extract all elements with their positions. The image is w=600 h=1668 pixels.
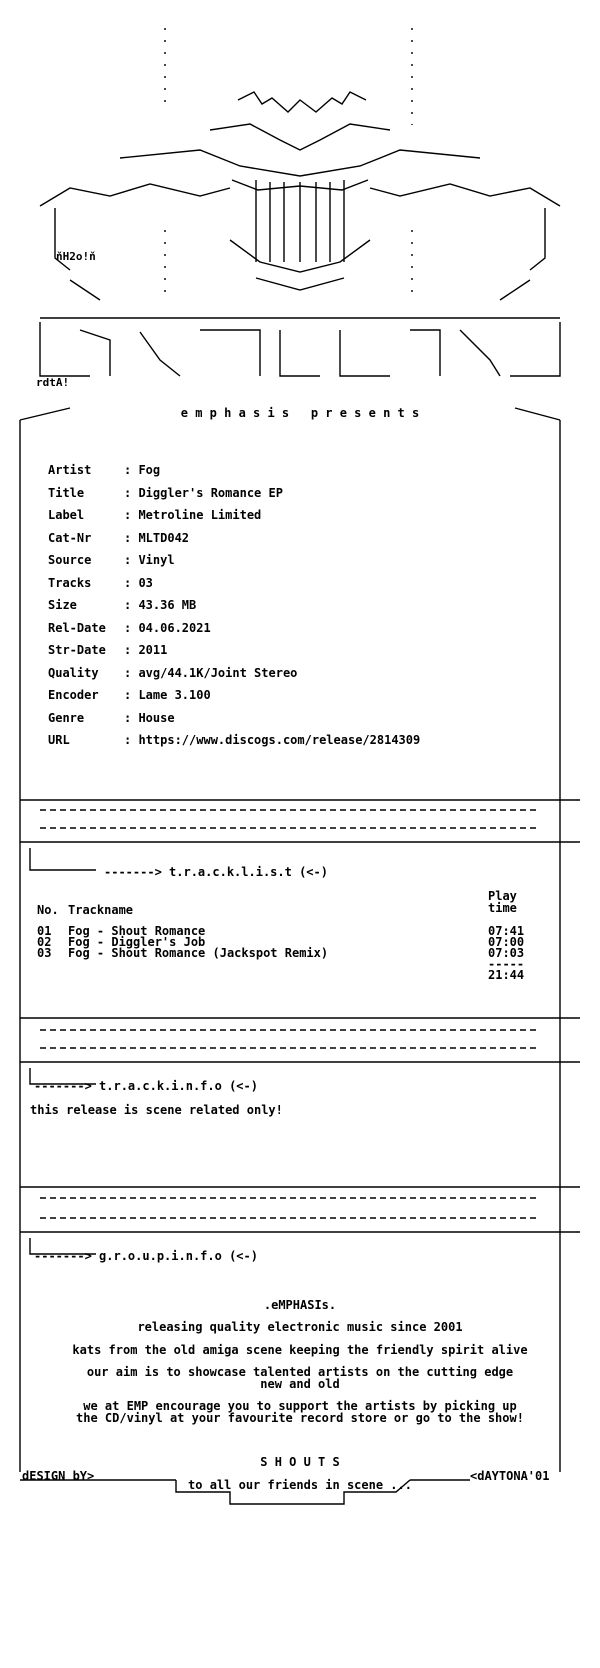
group-line: our aim is to showcase talented artists … — [86, 1365, 514, 1391]
info-value: 2011 — [138, 643, 168, 657]
col-no-header: No. — [37, 903, 59, 917]
art-tag: rdtA! — [36, 376, 70, 389]
info-row-quality: Quality: avg/44.1K/Joint Stereo — [48, 666, 298, 680]
info-key: Cat-Nr — [48, 531, 92, 545]
track-time: 07:41 — [488, 924, 525, 938]
arrow-icon: -------> — [34, 1079, 92, 1093]
track-no: 02 — [37, 935, 52, 949]
track-name: Fog - Shout Romance (Jackspot Remix) — [68, 946, 329, 960]
info-key: Source — [48, 553, 92, 567]
info-key: Title — [48, 486, 85, 500]
info-value: MLTD042 — [138, 531, 190, 545]
track-no: 01 — [37, 924, 52, 938]
groupinfo-heading-label: g.r.o.u.p.i.n.f.o (<-) — [99, 1249, 258, 1263]
info-value: Lame 3.100 — [138, 688, 211, 702]
trackinfo-heading-label: t.r.a.c.k.i.n.f.o (<-) — [99, 1079, 258, 1093]
shouts-text: to all our friends in scene ... — [188, 1478, 412, 1492]
shouts-title: S H O U T S — [260, 1455, 340, 1469]
info-key: Encoder — [48, 688, 99, 702]
trackinfo-heading: -------> t.r.a.c.k.i.n.f.o (<-) — [34, 1080, 258, 1092]
info-value: Metroline Limited — [138, 508, 262, 522]
col-name-header: Trackname — [68, 903, 134, 917]
info-key: Rel-Date — [48, 621, 106, 635]
info-row-cat-nr: Cat-Nr: MLTD042 — [48, 531, 190, 545]
info-key: Str-Date — [48, 643, 106, 657]
total-time: 21:44 — [488, 968, 525, 982]
info-row-size: Size: 43.36 MB — [48, 598, 197, 612]
info-row-tracks: Tracks: 03 — [48, 576, 153, 590]
info-value: 04.06.2021 — [138, 621, 211, 635]
info-value: Vinyl — [138, 553, 175, 567]
groupinfo-heading: -------> g.r.o.u.p.i.n.f.o (<-) — [34, 1250, 258, 1262]
info-key: Label — [48, 508, 85, 522]
info-row-source: Source: Vinyl — [48, 553, 175, 567]
info-key: URL — [48, 733, 70, 747]
group-line: kats from the old amiga scene keeping th… — [72, 1343, 528, 1357]
tracklist-heading-label: t.r.a.c.k.l.i.s.t (<-) — [169, 865, 328, 879]
group-line: we at EMP encourage you to support the a… — [76, 1399, 524, 1425]
group-line: releasing quality electronic music since… — [137, 1320, 463, 1334]
info-key: Artist — [48, 463, 92, 477]
info-value: Fog — [138, 463, 161, 477]
info-row-artist: Artist: Fog — [48, 463, 161, 477]
info-row-rel-date: Rel-Date: 04.06.2021 — [48, 621, 211, 635]
track-time: 07:00 — [488, 935, 525, 949]
url-link[interactable]: https://www.discogs.com/release/2814309 — [138, 733, 421, 747]
info-key: Quality — [48, 666, 99, 680]
group-name: .eMPHASIs. — [263, 1298, 337, 1312]
info-key: Genre — [48, 711, 85, 725]
info-row-url: URL: https://www.discogs.com/release/281… — [48, 733, 421, 747]
track-name: Fog - Shout Romance — [68, 924, 206, 938]
info-row-encoder: Encoder: Lame 3.100 — [48, 688, 211, 702]
info-row-str-date: Str-Date: 2011 — [48, 643, 168, 657]
trackinfo-text: this release is scene related only! — [30, 1103, 283, 1117]
info-row-genre: Genre: House — [48, 711, 175, 725]
info-key: Tracks — [48, 576, 92, 590]
arrow-icon: -------> — [34, 1249, 92, 1263]
info-value: House — [138, 711, 175, 725]
info-row-label: Label: Metroline Limited — [48, 508, 262, 522]
logo-tag: ňH2o!ň — [56, 250, 96, 263]
arrow-icon: -------> — [104, 865, 162, 879]
info-value: 03 — [138, 576, 153, 590]
info-value: Diggler's Romance EP — [138, 486, 283, 500]
track-name: Fog - Diggler's Job — [68, 935, 206, 949]
info-row-title: Title: Diggler's Romance EP — [48, 486, 283, 500]
col-time-header: Play time — [488, 889, 517, 915]
footer-left-credit: dESIGN bY> — [22, 1469, 95, 1483]
tracklist-heading: -------> t.r.a.c.k.l.i.s.t (<-) — [104, 866, 328, 878]
track-no: 03 — [37, 946, 52, 960]
info-value: avg/44.1K/Joint Stereo — [138, 666, 298, 680]
footer-right-credit: <dAYTONA'01 — [470, 1469, 550, 1483]
presents-line: e m p h a s i s p r e s e n t s — [180, 406, 420, 420]
info-key: Size — [48, 598, 77, 612]
track-time: 07:03 — [488, 946, 525, 960]
info-value: 43.36 MB — [138, 598, 197, 612]
total-divider: ----- — [488, 957, 525, 971]
